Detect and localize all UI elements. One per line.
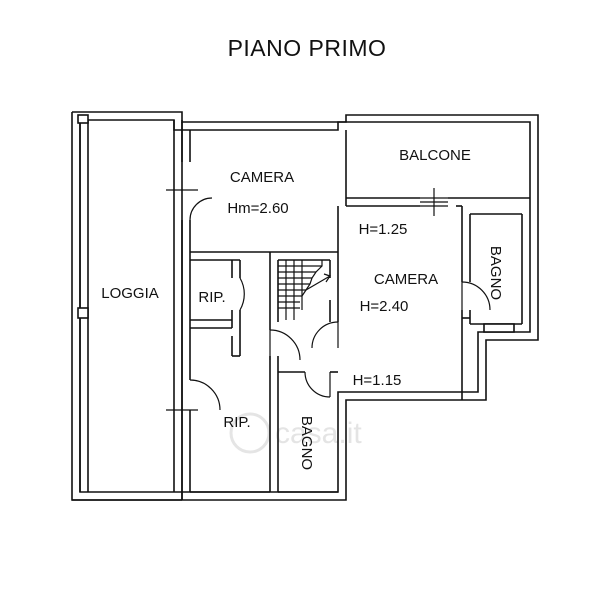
windows: [166, 188, 448, 411]
plan-title: PIANO PRIMO: [228, 35, 387, 61]
room-label-camera-2: CAMERA: [374, 271, 438, 288]
room-height-camera-2: H=2.40: [360, 298, 409, 315]
room-label-loggia: LOGGIA: [101, 285, 159, 302]
room-label-rip-bottom: RIP.: [223, 414, 250, 431]
room-height-camera-1: Hm=2.60: [227, 200, 288, 217]
doors: [189, 197, 491, 411]
room-labels: LOGGIA CAMERA Hm=2.60 BALCONE H=1.25 CAM…: [101, 147, 504, 470]
room-label-balcone: BALCONE: [399, 147, 471, 164]
staircase: [278, 260, 331, 320]
room-height-camera-2-top: H=1.25: [359, 221, 408, 238]
room-label-rip-top: RIP.: [198, 289, 225, 306]
watermark-text: casa.it: [275, 417, 362, 450]
loggia-walls: [72, 114, 183, 501]
room-label-bagno-center: BAGNO: [298, 416, 315, 470]
interior-walls: [181, 122, 530, 500]
room-label-bagno-right: BAGNO: [487, 246, 504, 300]
room-label-camera-1: CAMERA: [230, 169, 294, 186]
watermark: casa.it: [229, 412, 362, 454]
room-height-camera-2-bottom: H=1.15: [353, 372, 402, 389]
watermark-logo-icon: [229, 412, 271, 454]
